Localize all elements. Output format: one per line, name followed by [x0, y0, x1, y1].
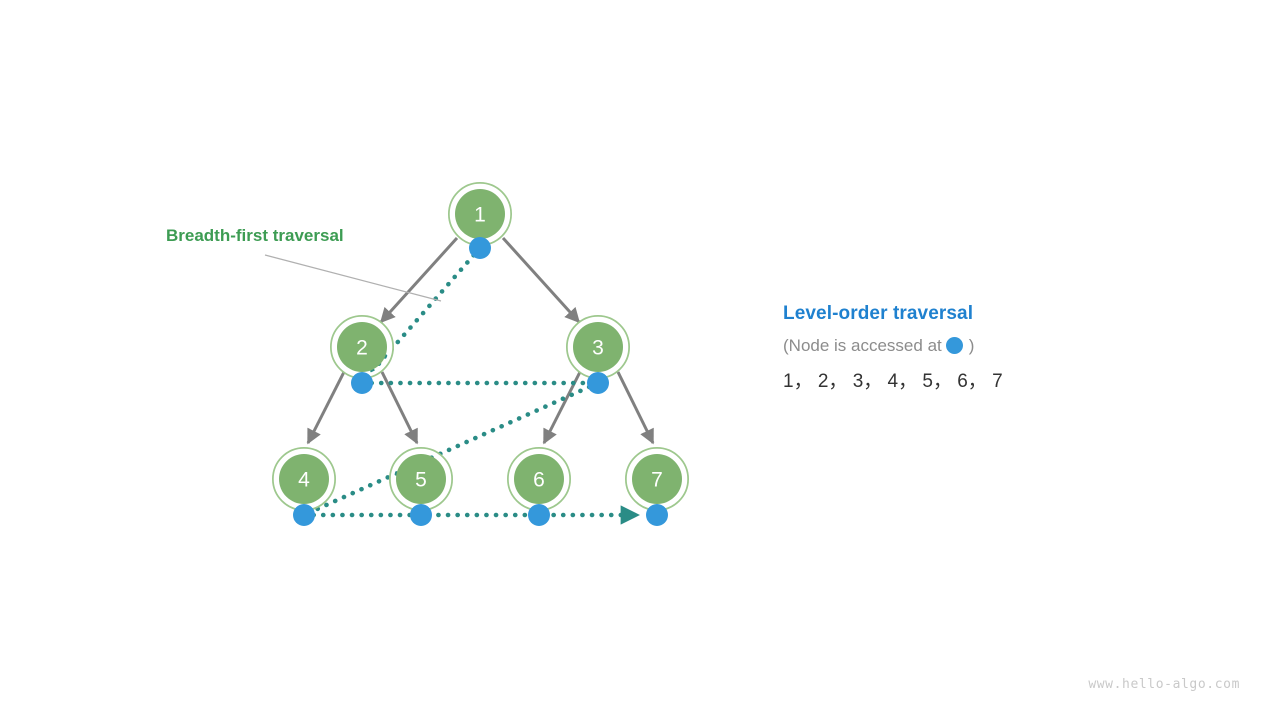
node-body[interactable] — [632, 454, 682, 504]
edge-2-5 — [380, 371, 419, 445]
access-dot-icon[interactable] — [410, 504, 432, 526]
access-dot-icon — [945, 337, 963, 355]
tree-node[interactable]: 4 — [272, 447, 336, 511]
access-dot-icon[interactable] — [293, 504, 315, 526]
traversal-sequence: 1， 2， 3， 4， 5， 6， 7 — [783, 370, 1003, 392]
tree-node[interactable]: 6 — [507, 447, 571, 511]
breadth-first-traversal-label: Breadth-first traversal — [166, 226, 344, 245]
access-dot-icon[interactable] — [351, 372, 373, 394]
panel-title: Level-order traversal — [783, 303, 974, 324]
node-label: 1 — [474, 204, 486, 227]
watermark: www.hello-algo.com — [1088, 677, 1240, 692]
tree-node[interactable]: 3 — [566, 315, 630, 379]
tree-node[interactable]: 1 — [448, 182, 512, 246]
legend-panel: Level-order traversal (Node is accessed … — [783, 303, 1203, 395]
panel-note: (Node is accessed at) — [783, 335, 1203, 357]
access-dot-icon[interactable] — [587, 372, 609, 394]
node-body[interactable] — [396, 454, 446, 504]
edge-3-7 — [616, 371, 655, 445]
node-label: 4 — [298, 469, 310, 492]
node-label: 7 — [651, 469, 663, 492]
access-dot-icon[interactable] — [646, 504, 668, 526]
node-body[interactable] — [573, 322, 623, 372]
node-label: 2 — [356, 337, 368, 360]
traversal-segment-1-2 — [359, 245, 483, 386]
edge-2-4 — [306, 371, 346, 445]
node-label: 3 — [592, 337, 604, 360]
edge-1-3 — [501, 236, 581, 324]
leader-line — [264, 254, 442, 302]
access-dot-icon[interactable] — [469, 237, 491, 259]
node-body[interactable] — [514, 454, 564, 504]
tree-node[interactable]: 5 — [389, 447, 453, 511]
traversal-segment-3-4 — [301, 380, 601, 518]
edge-1-2 — [379, 236, 459, 324]
node-label: 6 — [533, 469, 545, 492]
node-body[interactable] — [279, 454, 329, 504]
panel-note-before: (Node is accessed at — [783, 335, 942, 355]
traversal-path — [301, 245, 641, 525]
access-dots — [293, 237, 668, 526]
panel-note-after: ) — [968, 335, 975, 355]
node-body[interactable] — [337, 322, 387, 372]
tree-node[interactable]: 2 — [330, 315, 394, 379]
tree-node[interactable]: 7 — [625, 447, 689, 511]
node-label: 5 — [415, 469, 427, 492]
node-body[interactable] — [455, 189, 505, 239]
access-dot-icon[interactable] — [528, 504, 550, 526]
